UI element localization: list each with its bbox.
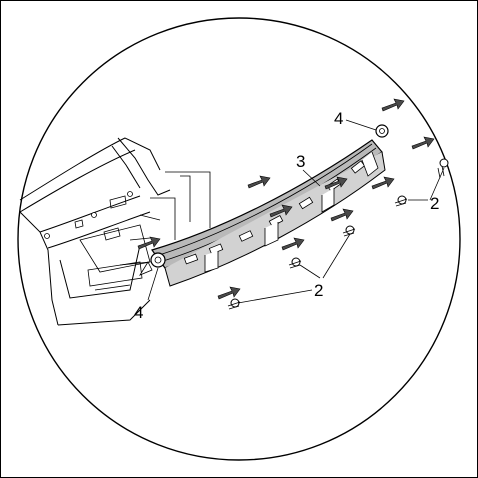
- screw-3: [342, 225, 356, 237]
- arrow-8: [411, 136, 435, 150]
- arrow-1: [247, 175, 271, 189]
- arrow-7: [381, 98, 405, 112]
- callout-3: 3: [296, 152, 305, 171]
- screw-5: [437, 158, 449, 179]
- arrow-5: [330, 208, 354, 222]
- leader-lines: [119, 171, 211, 266]
- tailgate-outline: [19, 137, 171, 326]
- callout-4-bottom: 4: [134, 303, 143, 322]
- callout-2-right: 2: [430, 194, 439, 213]
- arrow-2: [269, 204, 293, 218]
- callout-4-top: 4: [334, 109, 343, 128]
- callout-leaders: [147, 119, 445, 304]
- screw-2: [288, 257, 302, 269]
- arrow-6: [371, 176, 395, 190]
- screw-4: [394, 195, 408, 207]
- arrow-9: [217, 286, 241, 300]
- nut-right: [375, 124, 389, 138]
- arrow-10: [137, 236, 161, 250]
- direction-arrows: [137, 98, 435, 300]
- arrow-4: [324, 176, 348, 190]
- nut-left: [139, 252, 166, 276]
- arrow-3: [281, 237, 305, 251]
- callout-2-bottom: 2: [314, 281, 323, 300]
